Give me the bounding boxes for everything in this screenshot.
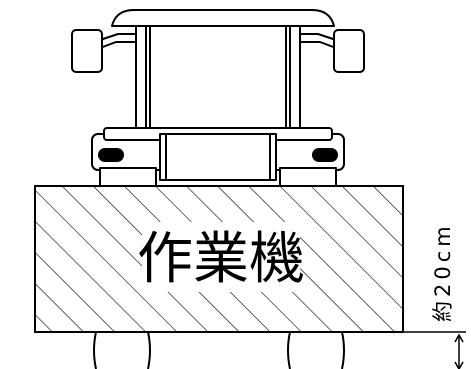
mirror-left [71,29,103,73]
wheel-left [93,331,97,369]
cab-roof [111,9,335,27]
headlight-right [312,148,338,162]
headlight-left [98,148,124,162]
wheels [93,331,345,369]
implement-label: 作業機 [137,227,305,292]
clearance-dimension-label: 約20cm [431,222,455,322]
mirror-right [333,29,365,73]
implement-box: 作業機 [34,185,404,333]
cab-pillar-left [135,25,147,137]
tractor [71,9,365,187]
grille [159,133,277,181]
cab-pillar-right [289,25,301,137]
wheel-right [287,331,291,369]
clearance-dimension [403,331,466,369]
